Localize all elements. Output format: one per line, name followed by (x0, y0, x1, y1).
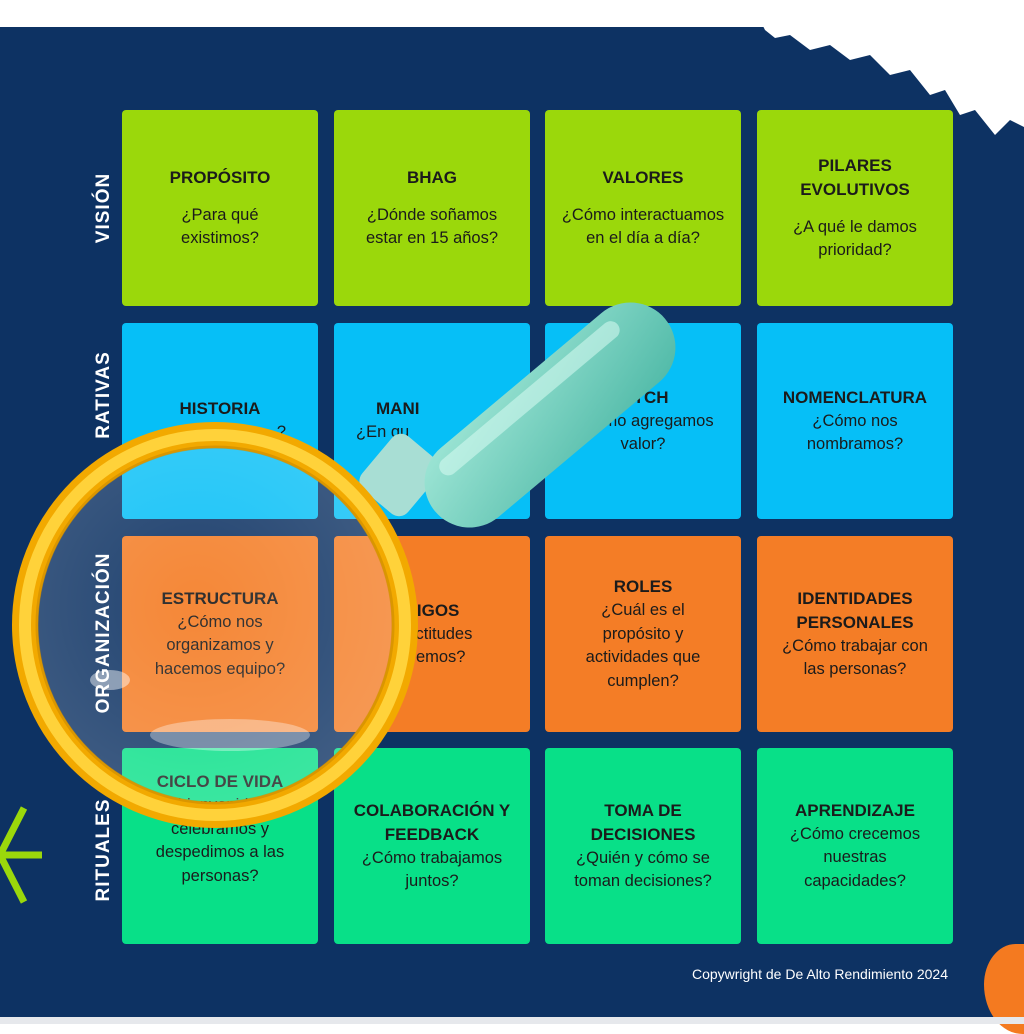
bottom-strip (0, 1017, 1024, 1024)
card-question: ¿Cómo trabajamos juntos? (361, 848, 503, 891)
card-roles[interactable]: ROLES ¿Cuál es el propósito y actividade… (545, 536, 741, 732)
card-title: PITCH (617, 387, 669, 407)
card-pilares-evolutivos[interactable]: PILARES EVOLUTIVOS ¿A qué le damos prior… (757, 110, 953, 306)
card-title: APRENDIZAJE (795, 800, 915, 820)
card-title: ROLES (613, 577, 673, 596)
card-title: HISTORIA (179, 399, 261, 419)
card-proposito[interactable]: PROPÓSITO ¿Para qué existimos? (122, 110, 318, 306)
card-question: ¿ actitudes ovemos? (391, 624, 473, 667)
card-question: ¿Cuál es el propósito y actividades que … (585, 601, 701, 690)
card-valores[interactable]: VALORES ¿Cómo interactuamos en el día a … (545, 110, 741, 306)
card-title: MANI (376, 399, 420, 419)
card-title: PILARES EVOLUTIVOS (800, 155, 910, 199)
torn-paper-corner (760, 20, 1024, 135)
card-toma-de-decisiones[interactable]: TOMA DE DECISIONES ¿Quién y cómo se toma… (545, 748, 741, 944)
card-question: ¿En qu (356, 423, 410, 442)
card-historia[interactable]: HISTORIA ? (122, 323, 318, 519)
copyright-text: Copywright de De Alto Rendimiento 2024 (691, 966, 948, 982)
card-question: ? (276, 423, 286, 442)
row-label-narrativas: RATIVAS (93, 351, 114, 439)
row-label-organizacion: ORGANIZACIÓN (93, 552, 114, 714)
card-title: PROPÓSITO (169, 167, 271, 187)
card-question: ¿Cómo interactuamos en el día a día? (561, 205, 725, 248)
card-question: bienvenida, celebramos y despedimos a la… (155, 796, 285, 885)
card-title: TOMA DE DECISIONES (590, 800, 696, 844)
row-label-vision: VISIÓN (93, 172, 114, 244)
card-title: IDENTIDADES PERSONALES (796, 588, 914, 632)
card-ciclo-de-vida[interactable]: CICLO DE VIDA bienvenida, celebramos y d… (122, 748, 318, 944)
card-codigos[interactable]: DIGOS ¿ actitudes ovemos? (334, 536, 530, 732)
card-question: ¿A qué le damos prioridad? (793, 217, 917, 260)
row-label-rituales: RITUALES (93, 798, 114, 902)
card-title: VALORES (602, 167, 684, 187)
card-manifiesto[interactable]: MANI ¿En qu (334, 323, 530, 519)
card-colaboracion-feedback[interactable]: COLABORACIÓN Y FEEDBACK ¿Cómo trabajamos… (334, 748, 530, 944)
card-question: ¿Cómo nos nombramos? (806, 411, 904, 454)
card-bhag[interactable]: BHAG ¿Dónde soñamos estar en 15 años? (334, 110, 530, 306)
card-pitch[interactable]: PITCH ¿Cómo agregamos valor? (545, 323, 741, 519)
card-nomenclatura[interactable]: NOMENCLATURA ¿Cómo nos nombramos? (757, 323, 953, 519)
card-question: ¿Cómo agregamos valor? (572, 411, 714, 454)
card-title: NOMENCLATURA (782, 387, 928, 407)
card-title: DIGOS (404, 600, 460, 620)
card-estructura[interactable]: ESTRUCTURA ¿Cómo nos organizamos y hacem… (122, 536, 318, 732)
card-question: ¿Cómo crecemos nuestras capacidades? (789, 824, 921, 890)
card-question: ¿Para qué existimos? (181, 205, 259, 248)
card-question: ¿Cómo trabajar con las personas? (782, 636, 928, 679)
card-question: ¿Quién y cómo se toman decisiones? (574, 848, 712, 891)
card-title: BHAG (406, 167, 458, 187)
card-title: ESTRUCTURA (161, 588, 279, 608)
card-identidades-personales[interactable]: IDENTIDADES PERSONALES ¿Cómo trabajar co… (757, 536, 953, 732)
card-title: COLABORACIÓN Y FEEDBACK (353, 800, 511, 844)
card-title: CICLO DE VIDA (156, 772, 284, 791)
card-question: ¿Dónde soñamos estar en 15 años? (365, 205, 499, 248)
burst-logo-icon (0, 806, 42, 904)
card-aprendizaje[interactable]: APRENDIZAJE ¿Cómo crecemos nuestras capa… (757, 748, 953, 944)
card-question: ¿Cómo nos organizamos y hacemos equipo? (154, 612, 286, 678)
